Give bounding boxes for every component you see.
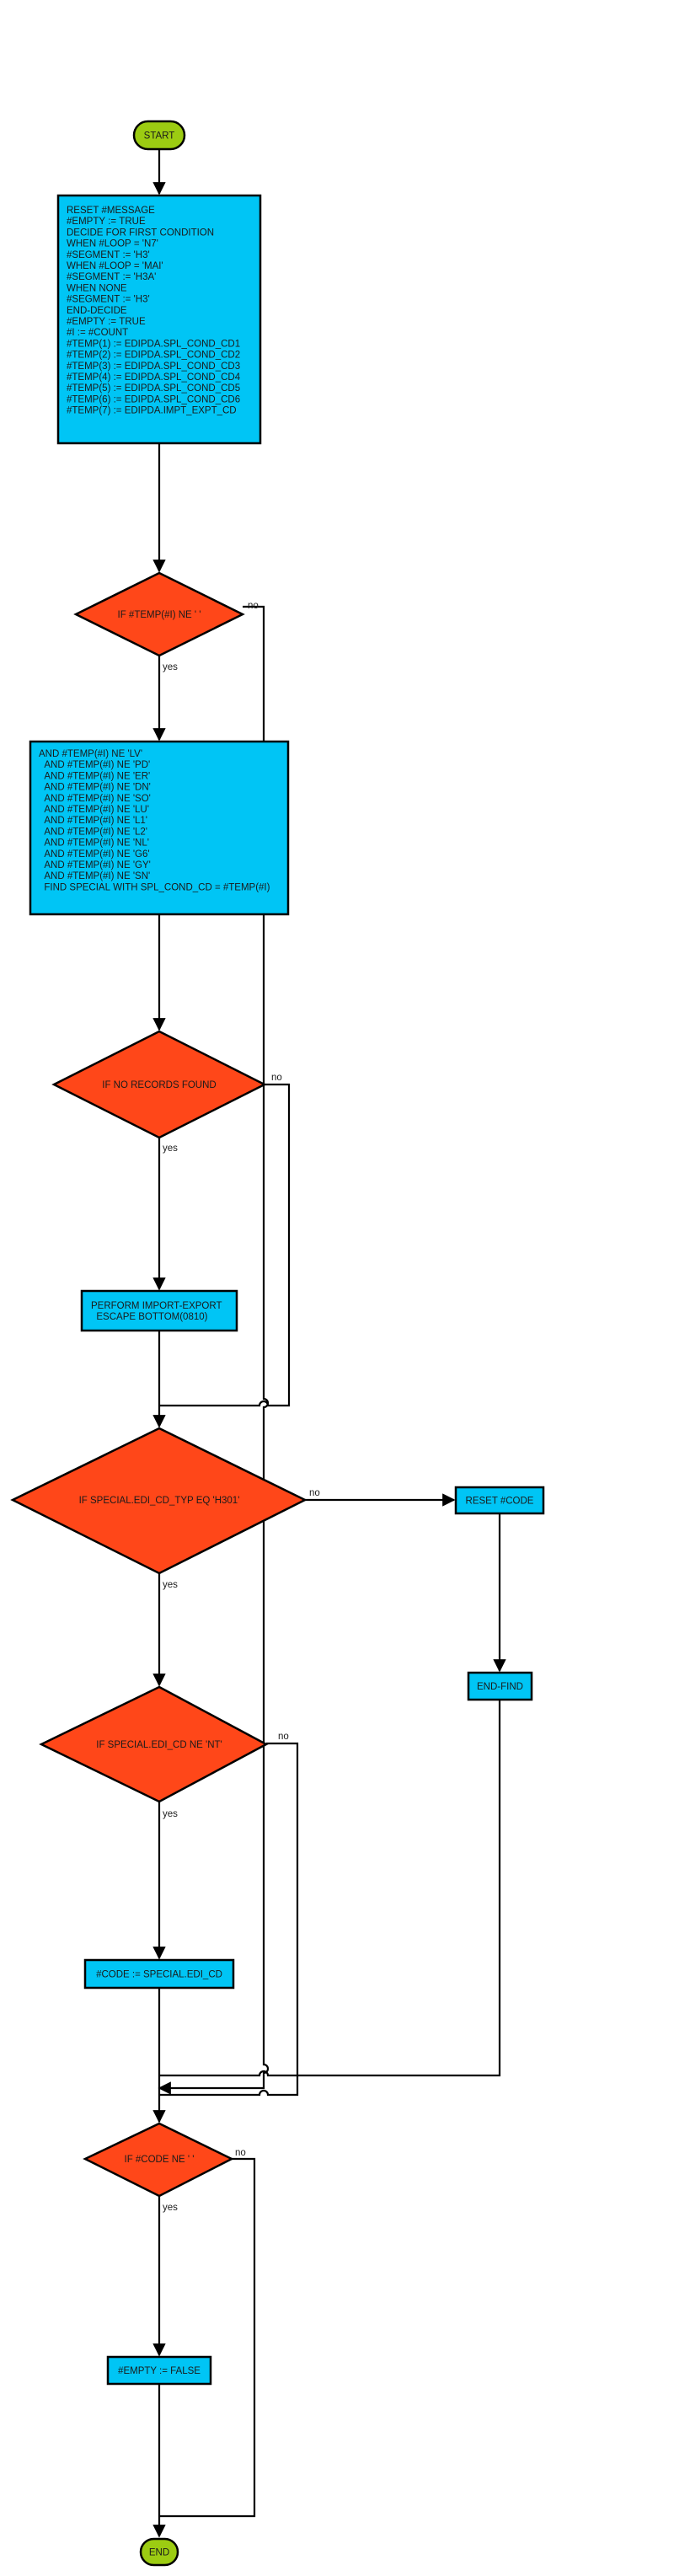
- block-line: #EMPTY := TRUE: [67, 217, 146, 227]
- block-line: AND #TEMP(#I) NE 'L1': [39, 816, 147, 826]
- edge-label-yes-nt: yes: [163, 1809, 178, 1819]
- edge-dec-norec-no: [159, 1083, 291, 1407]
- block-line: WHEN #LOOP = 'MAI': [67, 261, 163, 271]
- edge-endfind-merge: [159, 1700, 501, 2077]
- reset-code-label: RESET #CODE: [466, 1497, 534, 1507]
- block-line: AND #TEMP(#I) NE 'SO': [39, 794, 151, 804]
- end-label: END: [149, 2548, 169, 2558]
- end-find-block: END-FIND: [467, 1671, 533, 1701]
- decision-edi-cd-typ: IF SPECIAL.EDI_CD_TYP EQ 'H301': [10, 1427, 308, 1575]
- block-line: #TEMP(5) := EDIPDA.SPL_COND_CD5: [67, 383, 240, 394]
- perform-process-block: PERFORM IMPORT-EXPORT ESCAPE BOTTOM(0810…: [80, 1289, 238, 1332]
- edge-label-yes-code: yes: [163, 2203, 178, 2213]
- edge-label-no-nt: no: [278, 1732, 289, 1742]
- block-line: ESCAPE BOTTOM(0810): [91, 1312, 208, 1322]
- edge-label-no-temp: no: [248, 601, 259, 611]
- decision-edi-cd-not-nt-label: IF SPECIAL.EDI_CD NE 'NT': [96, 1740, 222, 1750]
- block-line: AND #TEMP(#I) NE 'PD': [39, 760, 150, 770]
- block-line: RESET #MESSAGE: [67, 206, 155, 216]
- decision-no-records: IF NO RECORDS FOUND: [51, 1030, 267, 1139]
- start-terminal: START: [132, 120, 186, 151]
- edge-labels: yes no yes no no yes no yes no yes: [163, 601, 320, 2213]
- perform-block-text: PERFORM IMPORT-EXPORT ESCAPE BOTTOM(0810…: [91, 1301, 222, 1322]
- block-line: AND #TEMP(#I) NE 'NL': [39, 838, 149, 849]
- assign-code-block: #CODE := SPECIAL.EDI_CD: [83, 1958, 235, 1990]
- decision-temp-not-blank: IF #TEMP(#I) NE ' ': [73, 571, 245, 657]
- block-line: #TEMP(2) := EDIPDA.SPL_COND_CD2: [67, 351, 240, 361]
- edge-label-no-typ: no: [309, 1488, 320, 1498]
- edge-label-no-norec: no: [271, 1073, 282, 1083]
- edges: [152, 149, 506, 2538]
- block-line: #TEMP(1) := EDIPDA.SPL_COND_CD1: [67, 339, 240, 349]
- block-line: #TEMP(6) := EDIPDA.SPL_COND_CD6: [67, 394, 240, 404]
- block-line: END-DECIDE: [67, 306, 127, 316]
- decision-edi-cd-not-nt: IF SPECIAL.EDI_CD NE 'NT': [39, 1685, 269, 1803]
- decision-edi-cd-typ-label: IF SPECIAL.EDI_CD_TYP EQ 'H301': [79, 1496, 240, 1506]
- block-line: #TEMP(3) := EDIPDA.SPL_COND_CD3: [67, 361, 240, 372]
- block-line: #TEMP(4) := EDIPDA.SPL_COND_CD4: [67, 372, 241, 383]
- block-line: FIND SPECIAL WITH SPL_COND_CD = #TEMP(#I…: [39, 882, 270, 892]
- block-line: AND #TEMP(#I) NE 'SN': [39, 871, 150, 881]
- start-label: START: [144, 131, 175, 142]
- block-line: DECIDE FOR FIRST CONDITION: [67, 228, 214, 238]
- block-line: #SEGMENT := 'H3A': [67, 272, 156, 282]
- condition-process-block: AND #TEMP(#I) NE 'LV' AND #TEMP(#I) NE '…: [29, 740, 290, 916]
- block-line: AND #TEMP(#I) NE 'ER': [39, 771, 150, 781]
- block-line: AND #TEMP(#I) NE 'LU': [39, 805, 149, 815]
- block-line: AND #TEMP(#I) NE 'GY': [39, 860, 151, 870]
- edge-label-yes-typ: yes: [163, 1580, 178, 1590]
- block-line: #EMPTY := TRUE: [67, 317, 146, 327]
- block-line: WHEN NONE: [67, 283, 127, 293]
- decision-temp-label: IF #TEMP(#I) NE ' ': [118, 610, 201, 620]
- block-line: #I := #COUNT: [67, 328, 128, 338]
- decision-no-records-label: IF NO RECORDS FOUND: [102, 1080, 216, 1090]
- end-terminal: END: [139, 2537, 179, 2567]
- assign-code-label: #CODE := SPECIAL.EDI_CD: [96, 1970, 222, 1980]
- block-line: AND #TEMP(#I) NE 'G6': [39, 849, 150, 860]
- decision-code-label: IF #CODE NE ' ': [125, 2155, 195, 2165]
- empty-false-block: #EMPTY := FALSE: [106, 2355, 212, 2386]
- edge-label-yes-norec: yes: [163, 1143, 178, 1154]
- block-line: AND #TEMP(#I) NE 'L2': [39, 827, 147, 837]
- block-line: AND #TEMP(#I) NE 'DN': [39, 783, 151, 793]
- block-line: PERFORM IMPORT-EXPORT: [91, 1301, 222, 1311]
- edge-dec-nt-no: [159, 1742, 299, 2097]
- condition-block-text: AND #TEMP(#I) NE 'LV' AND #TEMP(#I) NE '…: [39, 749, 270, 892]
- reset-code-block: RESET #CODE: [454, 1486, 545, 1515]
- edge-dec-code-no: [159, 2157, 256, 2518]
- empty-false-label: #EMPTY := FALSE: [118, 2366, 201, 2376]
- block-line: WHEN #LOOP = 'N7': [67, 239, 158, 249]
- end-find-label: END-FIND: [477, 1682, 523, 1692]
- block-line: #SEGMENT := 'H3': [67, 250, 150, 260]
- decision-code-not-blank: IF #CODE NE ' ': [83, 2122, 234, 2198]
- block-line: #SEGMENT := 'H3': [67, 295, 150, 305]
- edge-label-no-code: no: [235, 2148, 246, 2158]
- block-line: #TEMP(7) := EDIPDA.IMPT_EXPT_CD: [67, 406, 237, 416]
- edge-label-yes-temp: yes: [163, 662, 178, 672]
- block-line: AND #TEMP(#I) NE 'LV': [39, 749, 142, 759]
